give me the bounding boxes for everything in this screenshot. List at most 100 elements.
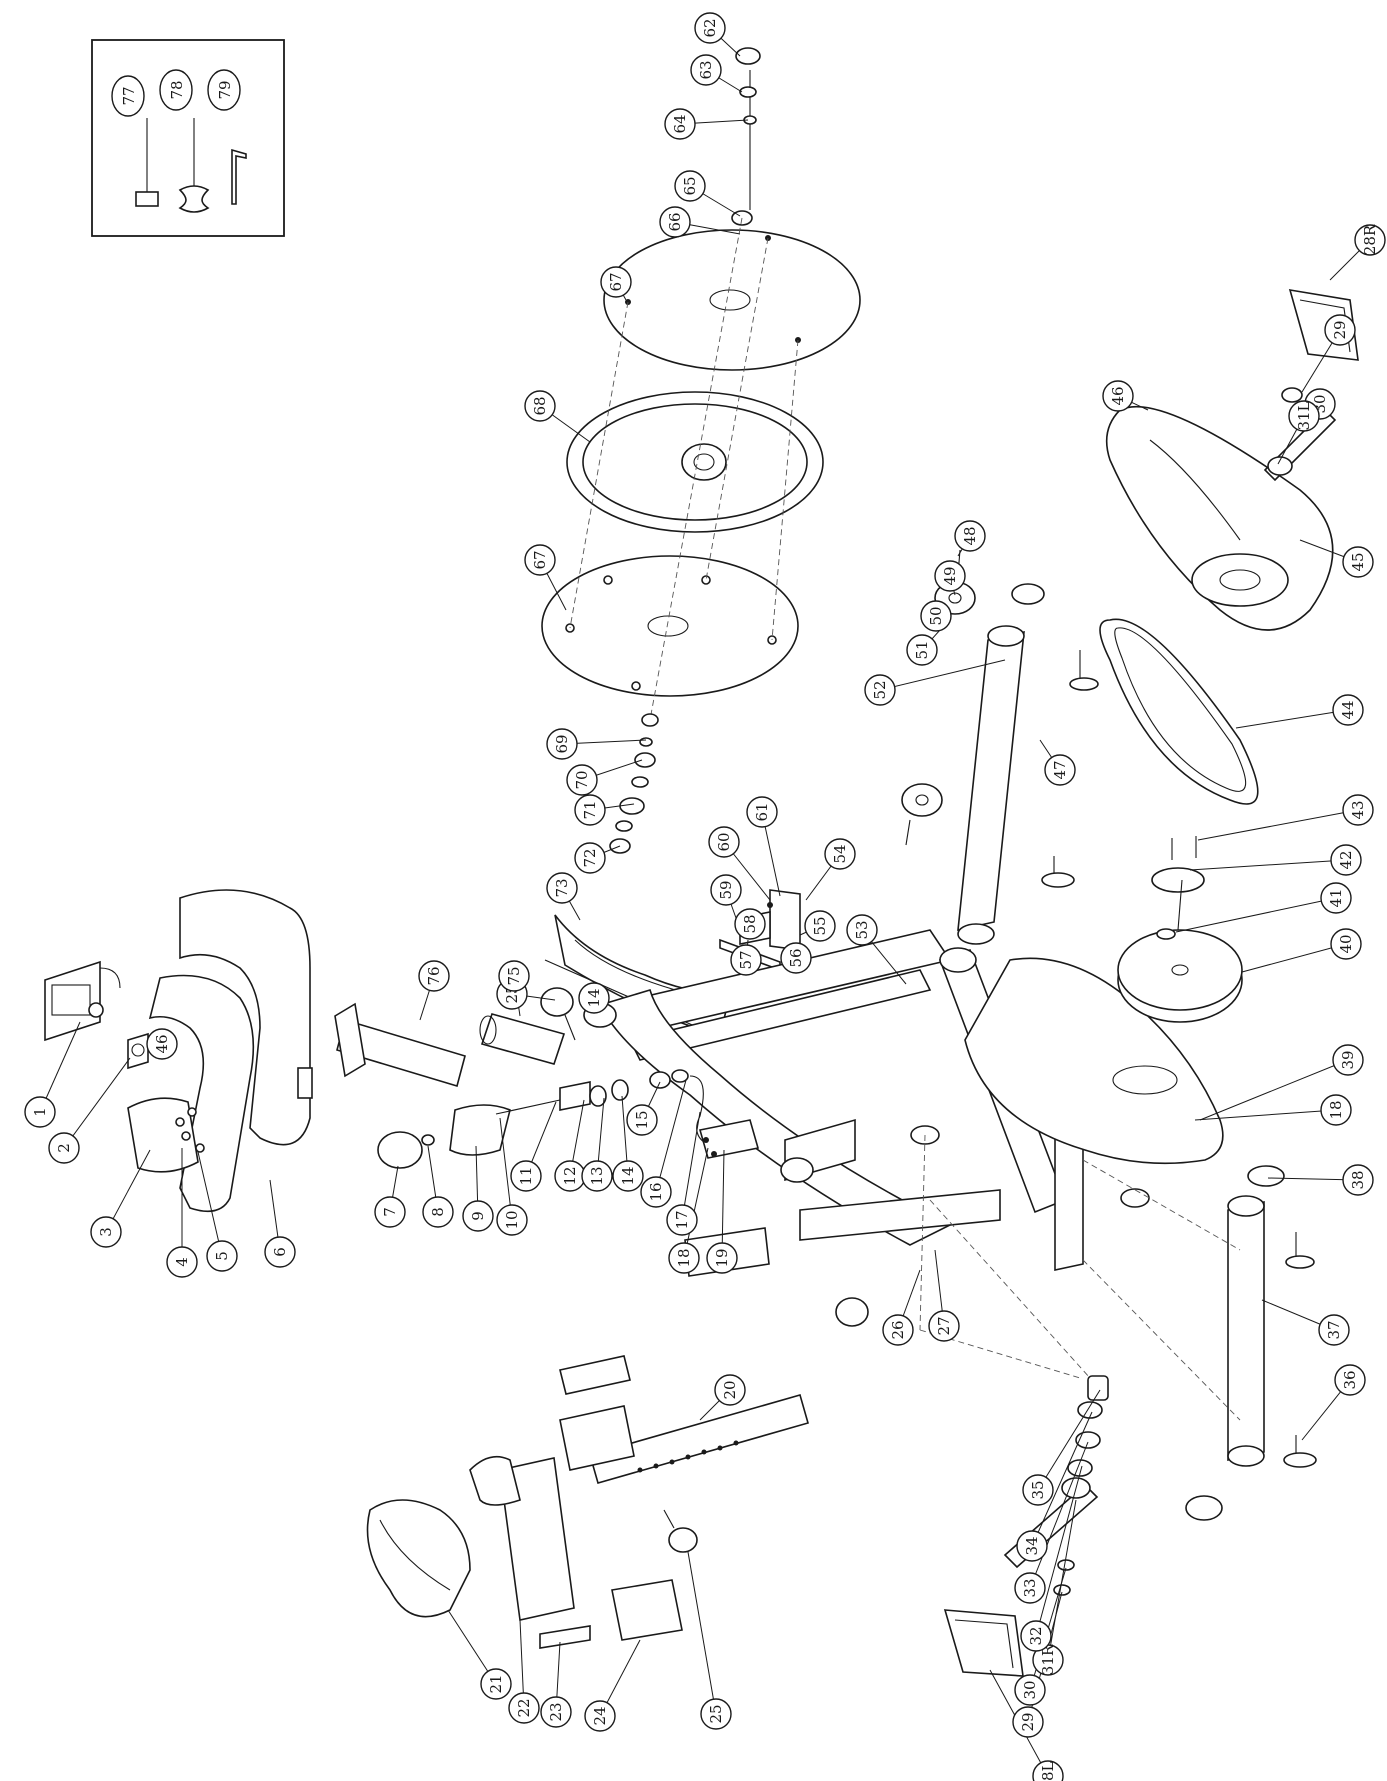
tool-label-79: 79 [207,69,241,111]
callout-number: 60 [715,832,733,851]
callout-number: 51 [913,640,931,659]
callout-circle [566,764,598,796]
callout-41: 41 [1320,882,1352,914]
callout-13: 13 [581,1160,613,1192]
callout-38: 38 [1342,1164,1374,1196]
callout-number: 11 [517,1166,535,1185]
callout-circle [694,12,726,44]
callout-number: 48 [961,526,979,545]
callout-number: 54 [831,844,849,863]
callout-circle [710,874,742,906]
callout-number: 39 [1339,1050,1357,1069]
callout-circle [600,266,632,298]
callout-circle [1330,928,1362,960]
callout-circle [882,1314,914,1346]
callout-60: 60 [708,826,740,858]
callout-circle [546,872,578,904]
callout-circle [864,674,896,706]
leader-line [655,1079,687,1193]
callout-19: 19 [706,1242,738,1274]
callout-31L: 31L [1288,400,1320,432]
callout-33: 33 [1014,1572,1046,1604]
front-stabilizer [901,549,1099,973]
callout-circle [1016,1530,1048,1562]
callout-circle [581,1160,613,1192]
callout-number: 21 [487,1674,505,1693]
callout-number: 29 [1331,320,1349,339]
callout-circle [462,1200,494,1232]
callout-circle [714,1374,746,1406]
callout-number: 7 [381,1207,399,1217]
callout-70: 70 [566,764,598,796]
callout-51: 51 [906,634,938,666]
callout-circle [498,960,530,992]
callout-48: 48 [954,520,986,552]
chain-cover [1105,406,1334,631]
callout-number: 37 [1325,1320,1343,1339]
callout-circle [524,544,556,576]
callout-36: 36 [1334,1364,1366,1396]
callout-34: 34 [1016,1530,1048,1562]
tool-79-allen-key [231,148,247,205]
callout-circle [1342,794,1374,826]
callout-circle [640,1176,672,1208]
callout-39: 39 [1332,1044,1364,1076]
callout-circle [734,908,766,940]
callout-circle [524,390,556,422]
callout-number: 53 [853,920,871,939]
callout-circle [906,634,938,666]
callout-circle [1332,694,1364,726]
seat-slider [469,1455,591,1649]
callout-circle [1044,754,1076,786]
leader-line [63,1057,131,1149]
callout-circle [1014,1572,1046,1604]
callout-circle [846,914,878,946]
callout-number: 41 [1327,888,1345,907]
callout-circle [574,794,606,826]
callout-16: 16 [640,1176,672,1208]
handlebar-post [334,1002,566,1088]
callout-25: 25 [700,1698,732,1730]
callout-73: 73 [546,872,578,904]
callout-circle [954,520,986,552]
callout-circle [578,982,610,1014]
callout-71: 71 [574,794,606,826]
callout-circle [1332,1044,1364,1076]
leader-line [1029,1441,1089,1589]
callout-40: 40 [1330,928,1362,960]
leader-line [1175,897,1337,933]
callout-circle [666,1204,698,1236]
callout-circle [626,1104,658,1136]
callout-number: 59 [717,880,735,899]
bearing-stack [929,1199,1109,1477]
leader-line [1197,809,1359,841]
console-bracket [127,1032,149,1070]
callout-11: 11 [510,1160,542,1192]
callout-number: 72 [581,848,599,867]
callout-37: 37 [1318,1314,1350,1346]
belt-cover-and-pulley [964,929,1243,1208]
callout-number: 52 [871,680,889,699]
callout-number: 75 [505,966,523,985]
callout-number: 49 [941,566,959,585]
callout-number: 16 [647,1182,665,1201]
callout-circle [1318,1314,1350,1346]
callout-circle [664,108,696,140]
handlebar [148,889,313,1213]
leader-line [499,1117,513,1221]
callout-circle [824,838,856,870]
leader-line [1189,859,1347,871]
flywheel-cover-disc [603,229,861,371]
callout-1: 1 [24,1096,56,1128]
callout-17: 17 [666,1204,698,1236]
callout-number: 32 [1027,1626,1045,1645]
callout-circle [1334,1364,1366,1396]
callout-20: 20 [714,1374,746,1406]
callout-number: 12 [561,1166,579,1185]
callout-6: 6 [264,1236,296,1268]
tool-number: 78 [168,80,186,99]
callout-75: 75 [498,960,530,992]
callout-54: 54 [824,838,856,870]
callout-27: 27 [928,1310,960,1342]
